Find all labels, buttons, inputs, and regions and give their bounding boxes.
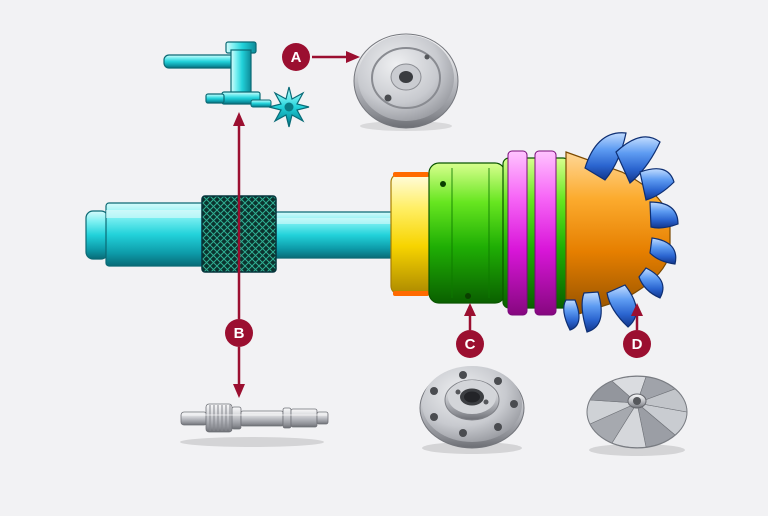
- label-b-text: B: [234, 325, 245, 342]
- label-a-circle: [282, 43, 310, 71]
- callout-a: A: [282, 43, 360, 71]
- seal-ring-1: [507, 150, 528, 316]
- thrust-collar-photo: [353, 33, 459, 131]
- arrow-d-head: [631, 303, 643, 316]
- shaft-turbine-assembly-cad: [163, 41, 310, 128]
- label-c-circle: [456, 330, 484, 358]
- turbine-blades-blue: [563, 132, 679, 333]
- label-d-text: D: [632, 336, 643, 353]
- label-a-text: A: [291, 49, 302, 66]
- callout-c: C: [456, 303, 484, 358]
- seal-ring-2: [534, 150, 557, 316]
- cartridge-assembly-cad: [390, 132, 679, 333]
- arrow-c-head: [464, 303, 476, 316]
- rotor-shaft-photo: [180, 403, 329, 447]
- yellow-ring: [390, 173, 432, 295]
- callout-b: B: [225, 112, 253, 398]
- label-b-circle: [225, 319, 253, 347]
- stub-shaft: [163, 54, 237, 69]
- arrow-a-head: [346, 51, 360, 63]
- label-c-text: C: [465, 336, 476, 353]
- bearing-housing-photo: [419, 366, 525, 454]
- compressor-wheel-photo: [586, 375, 688, 456]
- callout-d: D: [623, 303, 651, 358]
- arrow-b-up-head: [233, 112, 245, 126]
- label-d-circle: [623, 330, 651, 358]
- arrow-b-down-head: [233, 384, 245, 398]
